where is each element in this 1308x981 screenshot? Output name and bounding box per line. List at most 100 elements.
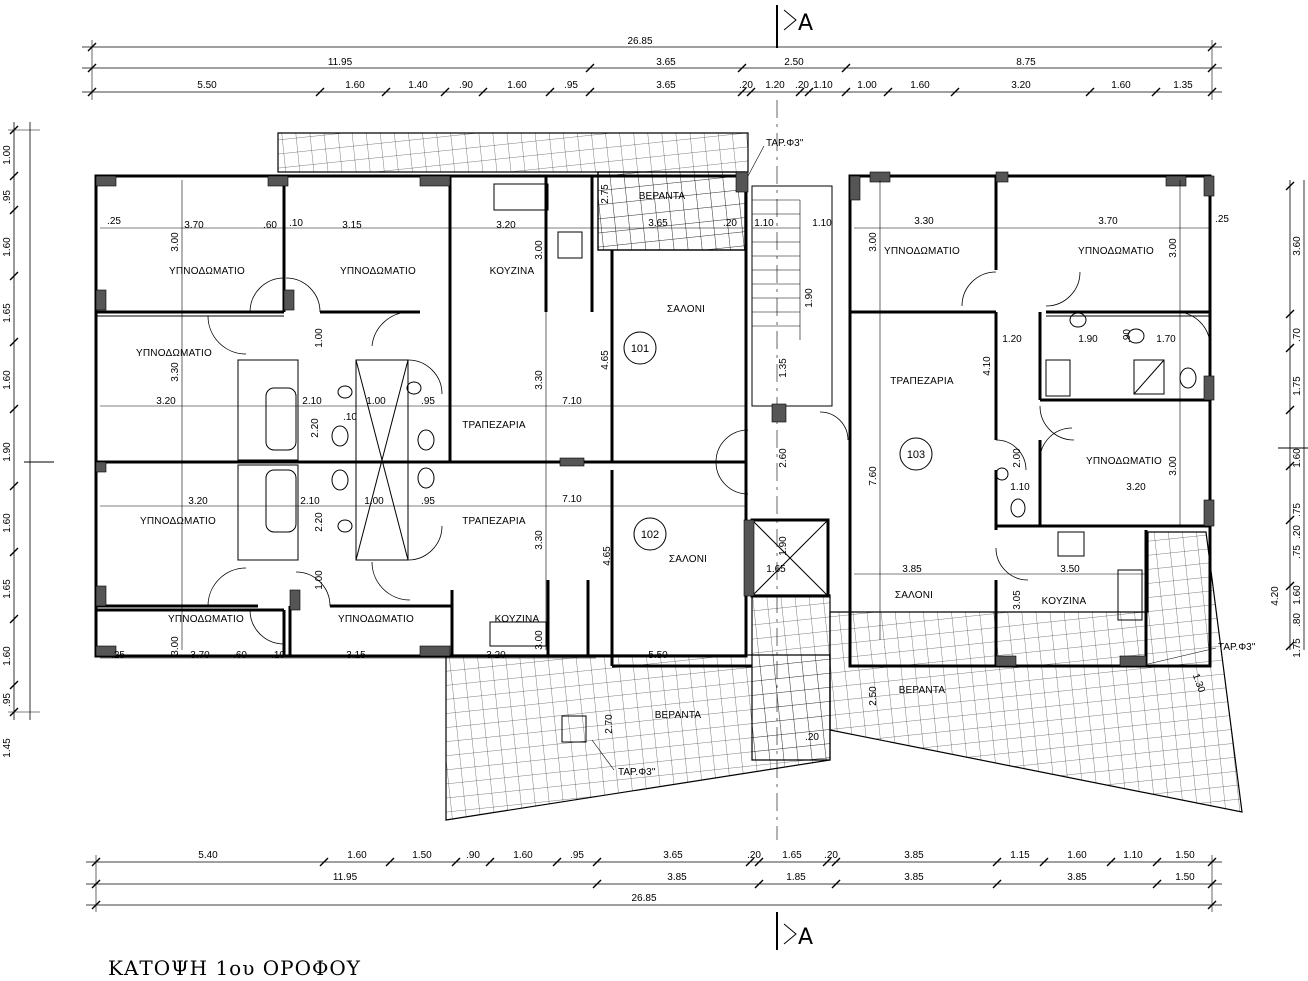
room-label-bedroom: ΥΠΝΟΔΩΜΑΤΙΟ — [169, 266, 245, 277]
drain-label: ΤΑΡ.Φ3'' — [766, 138, 804, 149]
dim-label: 1.60 — [1292, 585, 1303, 605]
inner-dim: 3.00 — [534, 240, 545, 260]
dim-label: 3.85 — [904, 872, 924, 883]
left-dimensions: 1.00 .95 1.60 1.65 1.60 1.90 1.60 1.65 1… — [2, 122, 54, 758]
bottom-dimensions: 5.40 1.60 1.50 .90 1.60 .95 3.65 .20 1.6… — [86, 850, 1222, 912]
room-label-dining: ΤΡΑΠΕΖΑΡΙΑ — [890, 376, 954, 387]
dim-label: 1.40 — [408, 80, 428, 91]
inner-dim: 1.00 — [314, 570, 325, 590]
room-label-living: ΣΑΛΟΝΙ — [895, 590, 933, 601]
doors — [207, 271, 1211, 645]
inner-dim: 4.10 — [982, 356, 993, 376]
dim-label: .95 — [564, 80, 578, 91]
drain-label: ΤΑΡ.Φ3'' — [1218, 642, 1256, 653]
inner-dim: 3.00 — [1168, 238, 1179, 258]
sink-icon — [337, 385, 353, 399]
dim-label: 1.20 — [765, 80, 785, 91]
dim-label: .90 — [459, 80, 473, 91]
inner-dim: .95 — [421, 496, 435, 507]
inner-dim: 3.30 — [914, 216, 934, 227]
inner-dim: 2.10 — [300, 496, 320, 507]
sink-icon — [995, 467, 1009, 481]
dim-label: 1.65 — [2, 303, 13, 323]
stove-icon — [1057, 531, 1085, 557]
dim-label: 1.00 — [857, 80, 877, 91]
kitchen-sink-icon — [1117, 569, 1143, 621]
dim-label: .20 — [1292, 525, 1303, 539]
drain-label: ΤΑΡ.Φ3'' — [618, 767, 656, 778]
dim-label: .75 — [1292, 545, 1303, 559]
verandas — [277, 132, 1243, 821]
inner-dim: 3.00 — [1168, 456, 1179, 476]
inner-dim: 1.10 — [812, 218, 832, 229]
room-label-bedroom: ΥΠΝΟΔΩΜΑΤΙΟ — [168, 614, 244, 625]
inner-dim: 3.15 — [346, 650, 366, 661]
inner-dim: 2.20 — [310, 418, 321, 438]
dim-label: 3.60 — [1292, 236, 1303, 256]
inner-dim: 2.20 — [314, 512, 325, 532]
inner-dim: 3.00 — [534, 630, 545, 650]
dim-label: .20 — [747, 850, 761, 861]
toilet-icon — [331, 425, 349, 447]
dim-label: .70 — [1292, 328, 1303, 342]
unit-markers: 101 102 103 — [623, 331, 933, 551]
dim-label: 3.85 — [904, 850, 924, 861]
dim-label: 1.90 — [2, 442, 13, 462]
sink-icon — [1127, 328, 1145, 344]
dim-label: 1.10 — [813, 80, 833, 91]
inner-dim: 1.00 — [364, 496, 384, 507]
dim-label: 1.60 — [2, 237, 13, 257]
inner-dim: 2.75 — [600, 184, 611, 204]
dim-label: 1.50 — [1175, 850, 1195, 861]
dim-label: 3.65 — [656, 57, 676, 68]
inner-dim: 3.85 — [902, 564, 922, 575]
inner-dim: 1.10 — [1010, 482, 1030, 493]
inner-dim: 3.20 — [1126, 482, 1146, 493]
dim-label: 1.60 — [2, 513, 13, 533]
inner-dim: 3.00 — [170, 636, 181, 656]
dim-label: 11.95 — [328, 57, 353, 68]
room-label-bedroom: ΥΠΝΟΔΩΜΑΤΙΟ — [1078, 246, 1154, 257]
inner-dim: 1.20 — [1002, 334, 1022, 345]
dim-label: 5.40 — [198, 850, 218, 861]
top-dimensions: 26.85 11.95 3.65 2.50 8.75 5.50 1.60 1.4… — [82, 36, 1222, 100]
dim-label: 3.85 — [667, 872, 687, 883]
section-label-bottom: A — [798, 925, 813, 950]
dim-label: 1.60 — [1111, 80, 1131, 91]
toilet-icon — [1010, 498, 1026, 518]
inner-dim: 2.00 — [1012, 448, 1023, 468]
inner-dim: 2.70 — [604, 714, 615, 734]
inner-dim: .10 — [343, 412, 357, 423]
dim-label: .75 — [1292, 503, 1303, 517]
dim-total-bottom: 26.85 — [631, 893, 656, 904]
room-label-bedroom: ΥΠΝΟΔΩΜΑΤΙΟ — [884, 246, 960, 257]
dim-label: 1.85 — [786, 872, 806, 883]
dim-label: 8.75 — [1016, 57, 1036, 68]
toilet-icon — [417, 467, 435, 489]
inner-dim: 3.30 — [534, 530, 545, 550]
inner-dim: 1.90 — [804, 288, 815, 308]
dim-label: 3.65 — [656, 80, 676, 91]
inner-dim: .25 — [111, 650, 125, 661]
room-label-kitchen: ΚΟΥΖΙΝΑ — [1042, 596, 1087, 607]
drain-labels: ΤΑΡ.Φ3'' ΤΑΡ.Φ3'' ΤΑΡ.Φ3'' — [591, 138, 1256, 778]
dim-label: .95 — [570, 850, 584, 861]
dim-label: .95 — [2, 693, 13, 707]
inner-dim: .10 — [271, 650, 285, 661]
stove-icon — [561, 715, 587, 743]
inner-dim: 7.10 — [562, 494, 582, 505]
inner-dim: 3.20 — [486, 650, 506, 661]
kitchen-sink-icon — [493, 183, 549, 211]
dim-label: 1.60 — [2, 370, 13, 390]
room-label-living: ΣΑΛΟΝΙ — [667, 304, 705, 315]
inner-dim: 1.70 — [1156, 334, 1176, 345]
walls — [94, 174, 1212, 668]
toilet-icon — [417, 429, 435, 451]
inner-dim: 3.50 — [1060, 564, 1080, 575]
dim-label: 1.75 — [1292, 638, 1303, 658]
dim-label: 1.00 — [2, 145, 13, 165]
dim-label: 1.50 — [412, 850, 432, 861]
inner-dim: .60 — [263, 220, 277, 231]
dim-total-top: 26.85 — [627, 36, 652, 47]
